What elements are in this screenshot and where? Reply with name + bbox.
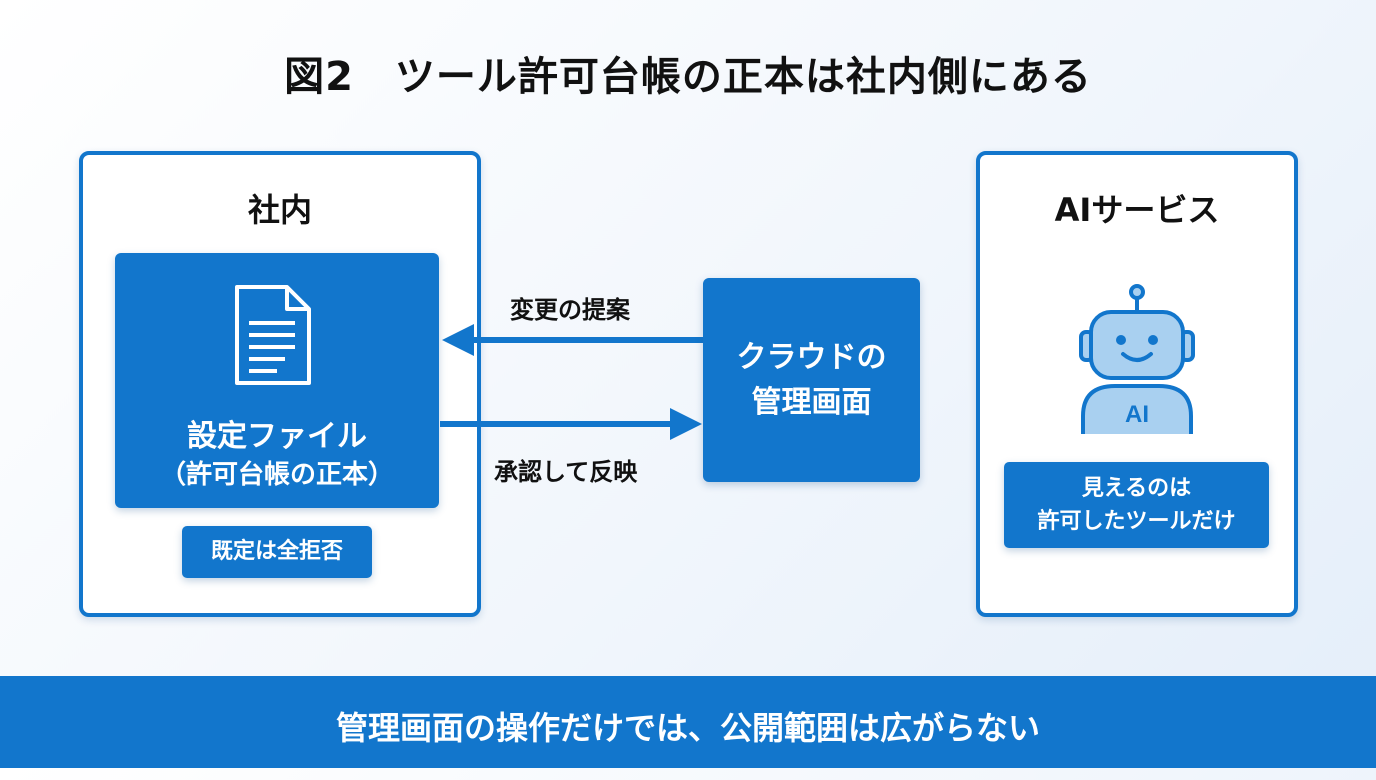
proposal-arrow — [442, 324, 704, 356]
cloud-admin-box: クラウドの 管理画面 — [703, 278, 920, 482]
figure-title: 図2 ツール許可台帳の正本は社内側にある — [284, 54, 1092, 100]
cloud-admin-label: クラウドの 管理画面 — [736, 340, 887, 420]
ai-service-title: AIサービス — [1054, 191, 1220, 229]
approve-label: 承認して反映 — [494, 458, 638, 486]
robot-chest-text: AI — [1125, 401, 1149, 428]
default-deny-badge: 既定は全拒否 — [182, 526, 372, 578]
config-file-subtitle: （許可台帳の正本） — [159, 460, 394, 490]
visible-tools-box: 見えるのは 許可したツールだけ — [1004, 462, 1269, 548]
internal-panel-title: 社内 — [247, 191, 312, 229]
footer-banner: 管理画面の操作だけでは、公開範囲は広がらない — [0, 676, 1376, 768]
config-file-box: 設定ファイル （許可台帳の正本） — [115, 253, 439, 508]
robot-icon: AI — [1079, 284, 1195, 434]
approve-arrow — [440, 408, 702, 440]
visible-tools-label: 見えるのは 許可したツールだけ — [1037, 476, 1236, 534]
config-file-name: 設定ファイル — [187, 419, 367, 454]
proposal-label: 変更の提案 — [510, 296, 630, 324]
document-icon — [235, 285, 311, 385]
